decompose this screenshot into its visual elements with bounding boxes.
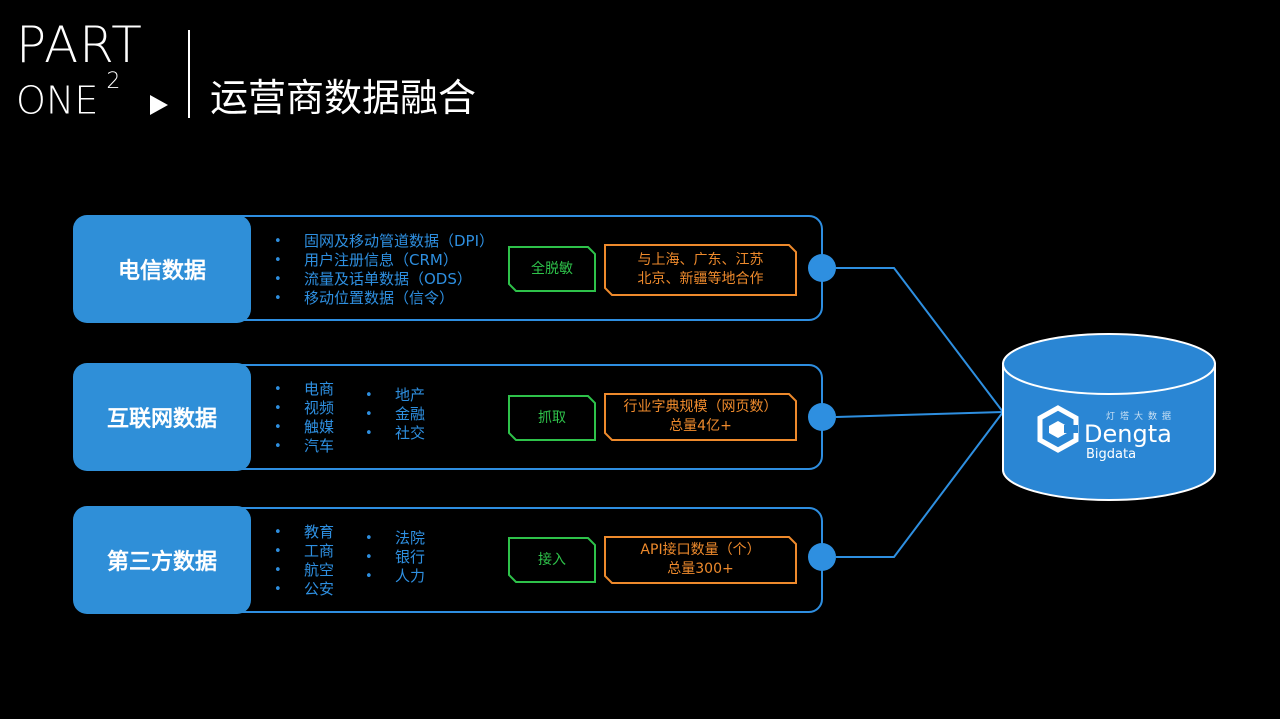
section-title: 运营商数据融合 bbox=[210, 76, 477, 120]
process-box-border bbox=[508, 395, 596, 441]
part-label: PART bbox=[16, 16, 143, 74]
list-item: 流量及话单数据（ODS） bbox=[274, 270, 494, 289]
connector-dot-thirdparty bbox=[808, 543, 836, 571]
connector-line-thirdparty bbox=[836, 411, 1004, 558]
part-number-line: ONE 2 bbox=[16, 69, 120, 123]
list-item: 地产 bbox=[365, 386, 425, 405]
database-sub: Bigdata bbox=[1086, 447, 1136, 462]
row-label-thirdparty: 第三方数据 bbox=[73, 506, 251, 614]
result-line: 行业字典规模（网页数） bbox=[623, 399, 778, 415]
list-item: 航空 bbox=[274, 561, 334, 580]
list-item: 移动位置数据（信令） bbox=[274, 289, 494, 308]
result-box-telecom: 与上海、广东、江苏 北京、新疆等地合作 bbox=[604, 244, 797, 296]
database-cn-label: 灯塔大数据 bbox=[1106, 410, 1176, 422]
result-box-border bbox=[604, 393, 797, 441]
bullet-list-internet-col2: 地产 金融 社交 bbox=[365, 386, 425, 443]
list-item: 社交 bbox=[365, 424, 425, 443]
list-item: 触媒 bbox=[274, 418, 334, 437]
result-box-internet: 行业字典规模（网页数） 总量4亿+ bbox=[604, 393, 797, 441]
bullet-list-thirdparty-col2: 法院 银行 人力 bbox=[365, 529, 425, 586]
row-label-internet: 互联网数据 bbox=[73, 363, 251, 471]
result-line: API接口数量（个） bbox=[640, 542, 761, 558]
process-label: 接入 bbox=[538, 551, 566, 568]
row-label-telecom: 电信数据 bbox=[73, 215, 251, 323]
database-cylinder: 灯塔大数据 Dengta Bigdata bbox=[1002, 333, 1216, 501]
result-line: 北京、新疆等地合作 bbox=[637, 271, 764, 287]
play-arrow-icon bbox=[150, 95, 168, 115]
process-box-border bbox=[508, 537, 596, 583]
dengta-logo-icon bbox=[1037, 405, 1079, 453]
process-label: 全脱敏 bbox=[531, 260, 573, 277]
list-item: 汽车 bbox=[274, 437, 334, 456]
header-divider bbox=[188, 30, 190, 118]
process-box-border bbox=[508, 246, 596, 292]
list-item: 固网及移动管道数据（DPI） bbox=[274, 232, 494, 251]
bullet-list-thirdparty-col1: 教育 工商 航空 公安 bbox=[274, 523, 334, 599]
result-line: 总量4亿+ bbox=[669, 418, 732, 434]
process-label: 抓取 bbox=[538, 409, 566, 426]
bullet-list-internet-col1: 电商 视频 触媒 汽车 bbox=[274, 380, 334, 456]
list-item: 金融 bbox=[365, 405, 425, 424]
process-box-telecom: 全脱敏 bbox=[508, 246, 596, 292]
result-line: 与上海、广东、江苏 bbox=[637, 252, 764, 268]
connector-line-internet bbox=[835, 411, 1004, 418]
list-item: 法院 bbox=[365, 529, 425, 548]
list-item: 教育 bbox=[274, 523, 334, 542]
list-item: 银行 bbox=[365, 548, 425, 567]
list-item: 公安 bbox=[274, 580, 334, 599]
connector-dot-telecom bbox=[808, 254, 836, 282]
list-item: 工商 bbox=[274, 542, 334, 561]
list-item: 人力 bbox=[365, 567, 425, 586]
connector-dot-internet bbox=[808, 403, 836, 431]
list-item: 用户注册信息（CRM） bbox=[274, 251, 494, 270]
result-line: 总量300+ bbox=[667, 561, 734, 577]
result-box-border bbox=[604, 244, 797, 296]
bullet-list-telecom: 固网及移动管道数据（DPI） 用户注册信息（CRM） 流量及话单数据（ODS） … bbox=[274, 232, 494, 308]
part-one-text: ONE bbox=[16, 78, 99, 123]
process-box-thirdparty: 接入 bbox=[508, 537, 596, 583]
process-box-internet: 抓取 bbox=[508, 395, 596, 441]
connector-line-telecom bbox=[836, 267, 1004, 413]
list-item: 电商 bbox=[274, 380, 334, 399]
result-box-border bbox=[604, 536, 797, 584]
database-brand: Dengta bbox=[1084, 420, 1172, 448]
list-item: 视频 bbox=[274, 399, 334, 418]
result-box-thirdparty: API接口数量（个） 总量300+ bbox=[604, 536, 797, 584]
part-number: 2 bbox=[106, 69, 121, 94]
